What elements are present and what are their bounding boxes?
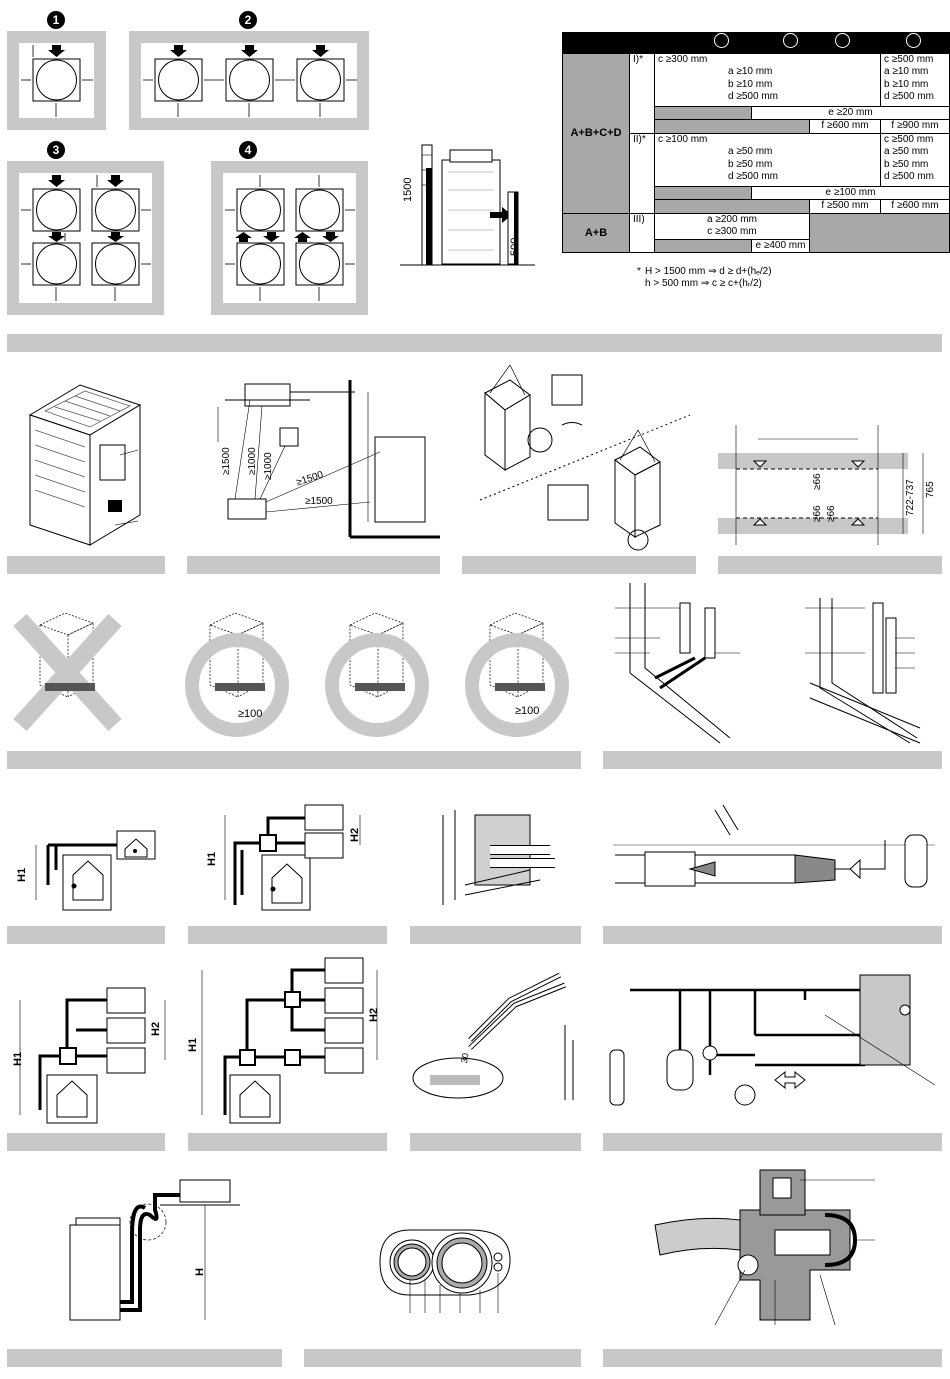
section-bar-2c: [462, 556, 696, 574]
section-bar-4b: [188, 926, 387, 944]
section-bar-5c: [410, 1133, 581, 1151]
dim-66-b: ≥66: [812, 505, 823, 522]
section-bar-4d: [603, 926, 942, 944]
h1-label-d: H1: [187, 1037, 199, 1052]
dim-100-a: ≥100: [238, 708, 263, 720]
dim-1000-a: ≥1000: [247, 447, 258, 475]
clearance-diagram-1: [21, 45, 93, 117]
section-bar-4a: [7, 926, 165, 944]
dim-722-737: 722-737: [905, 479, 916, 516]
clearance-diagram-2: [143, 45, 357, 117]
height-label-1500: 1500: [402, 177, 414, 202]
section-bar-5a: [7, 1133, 165, 1151]
piping-diagram-b: [224, 804, 361, 911]
section-bar-5b: [188, 1133, 387, 1151]
clearance-diagram-3: [21, 175, 151, 301]
pipe-connection-diagram: [615, 583, 921, 744]
h1-label-c: H1: [12, 1051, 24, 1066]
installation-distance-diagram: [217, 380, 440, 539]
section-bar-6c: [603, 1349, 942, 1367]
pipe-insulation-diagram: [379, 1229, 511, 1313]
h2-label-d: H2: [368, 1007, 380, 1022]
clearance-spec-table: A+B+C+D I)* c ≥300 mm a ≥10 mm b ≥10 mm …: [562, 32, 950, 253]
height-label-500: 500: [509, 237, 521, 256]
dim-66-c: ≥66: [826, 505, 837, 522]
foundation-variants: [13, 612, 569, 737]
step-number-1: 1: [47, 11, 65, 29]
h-label: H: [194, 1268, 206, 1276]
step-number-4: 4: [239, 141, 257, 159]
section-bar-5d: [603, 1133, 942, 1151]
piping-diagram-c: [19, 987, 166, 1124]
oil-trap-diagram: [69, 1179, 240, 1321]
dim-66-a: ≥66: [812, 473, 823, 490]
branch-joint-diagram: [412, 972, 574, 1100]
h1-label-a: H1: [16, 867, 28, 882]
dim-765: 765: [925, 481, 936, 498]
section-bar-2b: [187, 556, 440, 574]
dim-1500-c: ≥1500: [305, 496, 333, 507]
dim-30-label: 30: [458, 1052, 471, 1064]
h2-label-b: H2: [349, 827, 361, 842]
dim-1000-b: ≥1000: [263, 452, 274, 480]
vacuum-pump-diagram: [609, 974, 936, 1106]
pipe-wall-exit: [442, 810, 555, 905]
section-bar-6a: [7, 1349, 282, 1367]
section-bar-2d: [718, 556, 942, 574]
foundation-bolt-diagram: [718, 425, 924, 545]
piping-diagram-d: [201, 957, 378, 1124]
section-bar-3a: [7, 751, 581, 769]
step-number-3: 3: [47, 141, 65, 159]
table-footnote: * H > 1500 mm ⇒ d ≥ d+(hₑ/2) h > 500 mm …: [637, 266, 772, 289]
group-ab: A+B: [562, 212, 630, 253]
section-bar-6b: [304, 1349, 581, 1367]
brazing-diagram: [613, 804, 935, 888]
case-ii: II)*: [629, 132, 655, 214]
outdoor-unit-drawing: [28, 384, 142, 546]
section-bar-3b: [603, 751, 942, 769]
case-i: I)*: [629, 52, 655, 134]
h2-label-c: H2: [150, 1021, 162, 1036]
section-bar-4c: [410, 926, 581, 944]
lifting-diagram: [479, 364, 691, 551]
group-abcd: A+B+C+D: [562, 52, 630, 214]
height-clearance-diagram: [400, 144, 535, 266]
dim-100-b: ≥100: [515, 705, 540, 717]
valve-cross-section: [654, 1169, 875, 1326]
dim-1500-a: ≥1500: [221, 447, 232, 475]
section-bar-1: [7, 334, 942, 352]
clearance-diagram-4: [225, 175, 355, 301]
step-number-2: 2: [239, 11, 257, 29]
piping-diagram-a: [35, 830, 156, 911]
section-bar-2a: [7, 556, 165, 574]
h1-label-b: H1: [206, 851, 218, 866]
